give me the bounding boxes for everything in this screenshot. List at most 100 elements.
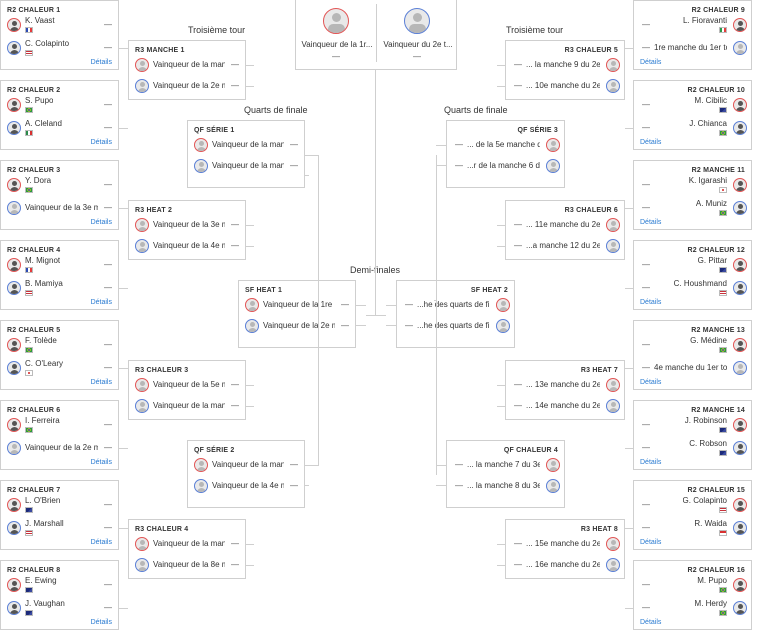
details-link[interactable]: Détails bbox=[90, 539, 112, 546]
surfer-row[interactable]: M. Herdy— bbox=[634, 599, 753, 619]
surfer-row[interactable]: J. Marshall— bbox=[1, 519, 120, 539]
details-link[interactable]: Détails bbox=[640, 139, 662, 146]
surfer-row[interactable]: Vainqueur de la 4e man...— bbox=[129, 237, 247, 257]
details-link[interactable]: Détails bbox=[90, 219, 112, 226]
surfer-row[interactable]: K. Igarashi— bbox=[634, 176, 753, 196]
surfer-row[interactable]: I. Ferreira— bbox=[1, 416, 120, 436]
surfer-row[interactable]: L. Fioravanti— bbox=[634, 16, 753, 36]
surfer-row[interactable]: ... 11e manche du 2e tour— bbox=[506, 216, 626, 236]
surfer-row[interactable]: L. O'Brien— bbox=[1, 496, 120, 516]
surfer-row[interactable]: M. Pupo— bbox=[634, 576, 753, 596]
details-link[interactable]: Détails bbox=[640, 619, 662, 626]
details-link[interactable]: Détails bbox=[640, 299, 662, 306]
right-r3-heat-card[interactable]: R3 CHALEUR 6... 11e manche du 2e tour—..… bbox=[505, 200, 625, 260]
surfer-row[interactable]: Vainqueur de la manch...— bbox=[188, 456, 306, 476]
surfer-row[interactable]: ... 10e manche du 2e tour— bbox=[506, 77, 626, 97]
details-link[interactable]: Détails bbox=[640, 59, 662, 66]
surfer-row[interactable]: ...he des quarts de finale— bbox=[397, 317, 516, 337]
details-link[interactable]: Détails bbox=[90, 619, 112, 626]
surfer-row[interactable]: ... 16e manche du 2e tour— bbox=[506, 556, 626, 576]
details-link[interactable]: Détails bbox=[90, 139, 112, 146]
surfer-row[interactable]: ...he des quarts de finale— bbox=[397, 296, 516, 316]
details-link[interactable]: Détails bbox=[90, 459, 112, 466]
surfer-row[interactable]: F. Tolède— bbox=[1, 336, 120, 356]
surfer-row[interactable]: R. Waida— bbox=[634, 519, 753, 539]
surfer-row[interactable]: Vainqueur de la manch...— bbox=[188, 157, 306, 177]
surfer-row[interactable]: Vainqueur de la manch...— bbox=[188, 136, 306, 156]
surfer-row[interactable]: Vainqueur de la 2e man...— bbox=[239, 317, 357, 337]
details-link[interactable]: Détails bbox=[640, 459, 662, 466]
surfer-row[interactable]: Vainqueur de la 4e man...— bbox=[188, 477, 306, 497]
surfer-row[interactable]: Vainqueur de la 3e man...— bbox=[1, 199, 120, 219]
surfer-row[interactable]: ... la manche 8 du 3e tour— bbox=[447, 477, 566, 497]
surfer-row[interactable]: Vainqueur de la 3e man...— bbox=[129, 216, 247, 236]
surfer-row[interactable]: Vainqueur de la 2e man...— bbox=[1, 439, 120, 459]
surfer-row[interactable]: J. Vaughan— bbox=[1, 599, 120, 619]
surfer-row[interactable]: M. Mignot— bbox=[1, 256, 120, 276]
surfer-row[interactable]: ... la manche 7 du 3e tour— bbox=[447, 456, 566, 476]
surfer-row[interactable]: J. Robinson— bbox=[634, 416, 753, 436]
surfer-row[interactable]: C. Robson— bbox=[634, 439, 753, 459]
details-link[interactable]: Détails bbox=[640, 379, 662, 386]
final-card[interactable]: Vainqueur de la 1r...—Vainqueur du 2e t.… bbox=[295, 0, 457, 70]
surfer-row[interactable]: E. Ewing— bbox=[1, 576, 120, 596]
right-r3-heat-card[interactable]: R3 HEAT 7... 13e manche du 2e tour—... 1… bbox=[505, 360, 625, 420]
surfer-row[interactable]: S. Pupo— bbox=[1, 96, 120, 116]
surfer-row[interactable]: C. Colapinto— bbox=[1, 39, 120, 59]
surfer-row[interactable]: J. Chianca— bbox=[634, 119, 753, 139]
surfer-row[interactable]: G. Pittar— bbox=[634, 256, 753, 276]
surfer-row[interactable]: A. Muniz— bbox=[634, 199, 753, 219]
details-link[interactable]: Détails bbox=[640, 539, 662, 546]
right-qf-heat-card[interactable]: QF SÉRIE 3... de la 5e manche du R3—...r… bbox=[446, 120, 565, 188]
surfer-row[interactable]: 1re manche du 1er tour— bbox=[634, 39, 753, 59]
details-link[interactable]: Détails bbox=[90, 379, 112, 386]
surfer-row[interactable]: G. Colapinto— bbox=[634, 496, 753, 516]
surfer-row[interactable]: C. O'Leary— bbox=[1, 359, 120, 379]
surfer-row[interactable]: ...a manche 12 du 2e tour— bbox=[506, 237, 626, 257]
surfer-row[interactable]: Vainqueur de la 8e man...— bbox=[129, 556, 247, 576]
surfer-row[interactable]: ... la manche 9 du 2e tour— bbox=[506, 56, 626, 76]
details-link[interactable]: Détails bbox=[640, 219, 662, 226]
surfer-row[interactable]: ... 13e manche du 2e tour— bbox=[506, 376, 626, 396]
surfer-row[interactable]: Vainqueur de la manch...— bbox=[129, 535, 247, 555]
details-link[interactable]: Détails bbox=[90, 299, 112, 306]
details-link[interactable]: Détails bbox=[90, 59, 112, 66]
right-r3-heat-card[interactable]: R3 HEAT 8... 15e manche du 2e tour—... 1… bbox=[505, 519, 625, 579]
surfer-row[interactable]: M. Cibilic— bbox=[634, 96, 753, 116]
surfer-row[interactable]: ... de la 5e manche du R3— bbox=[447, 136, 566, 156]
surfer-row[interactable]: A. Cleland— bbox=[1, 119, 120, 139]
surfer-row[interactable]: Y. Dora— bbox=[1, 176, 120, 196]
surfer-row[interactable]: Vainqueur de la manch...— bbox=[129, 397, 247, 417]
surfer-row[interactable]: C. Houshmand— bbox=[634, 279, 753, 299]
surfer-row[interactable]: G. Médine— bbox=[634, 336, 753, 356]
surfer-row[interactable]: Vainqueur de la 2e man...— bbox=[129, 77, 247, 97]
surfer-row[interactable]: K. Vaast— bbox=[1, 16, 120, 36]
surfer-row[interactable]: B. Mamiya— bbox=[1, 279, 120, 299]
surfer-row[interactable]: Vainqueur de la manch...— bbox=[129, 56, 247, 76]
surfer-row[interactable]: ... 14e manche du 2e tour— bbox=[506, 397, 626, 417]
surfer-row[interactable]: Vainqueur de la 1re ma...— bbox=[239, 296, 357, 316]
surfer-row[interactable]: 4e manche du 1er tour— bbox=[634, 359, 753, 379]
surfer-row[interactable]: ... 15e manche du 2e tour— bbox=[506, 535, 626, 555]
right-qf-heat-card[interactable]: QF CHALEUR 4... la manche 7 du 3e tour—.… bbox=[446, 440, 565, 508]
sf-heat-card-2[interactable]: SF HEAT 2...he des quarts de finale—...h… bbox=[396, 280, 515, 348]
